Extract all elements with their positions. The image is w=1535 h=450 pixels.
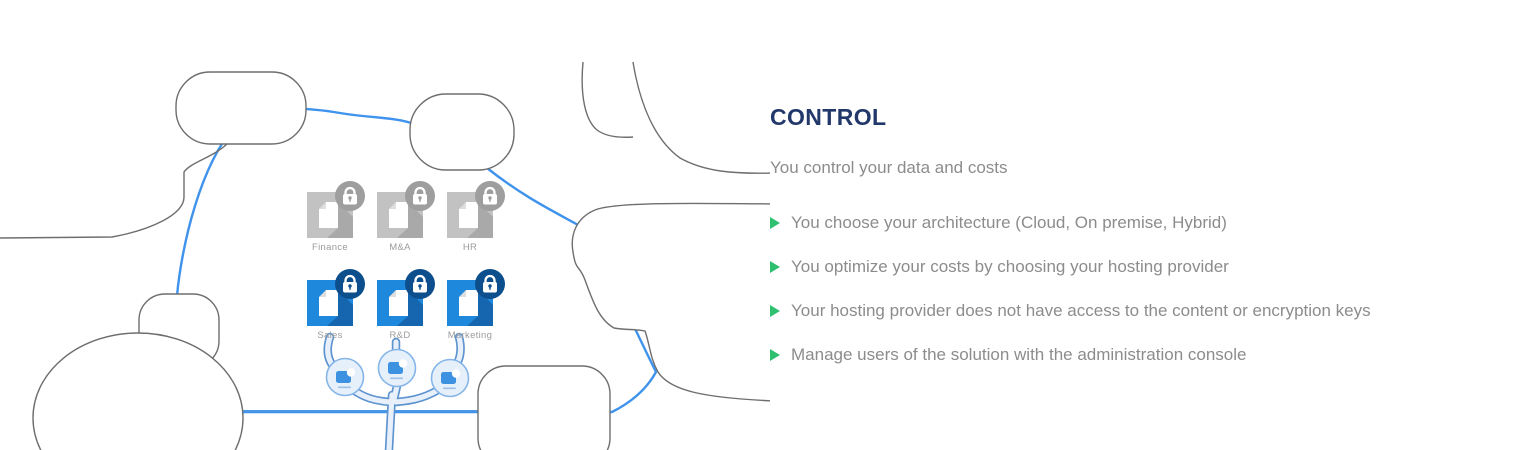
bullet-text: You optimize your costs by choosing your… <box>791 257 1229 276</box>
bullet-list: You choose your architecture (Cloud, On … <box>770 212 1470 366</box>
bullet-arrow-icon <box>770 349 780 361</box>
bullet-item: You optimize your costs by choosing your… <box>770 256 1470 278</box>
sketch-curve-top-right-1 <box>581 61 634 138</box>
background-sketch-shapes <box>0 61 770 450</box>
key-icon <box>325 357 365 397</box>
department-label: Finance <box>312 242 348 253</box>
department-ma-locked-folder: M&A <box>377 181 435 253</box>
sketch-cloud-right <box>571 202 770 402</box>
department-label: Marketing <box>447 330 493 341</box>
document-icon <box>307 280 353 326</box>
lock-icon <box>475 269 505 299</box>
department-label: R&D <box>389 330 411 341</box>
bullet-text: You choose your architecture (Cloud, On … <box>791 213 1227 232</box>
encryption-key-icons <box>325 348 470 398</box>
cloud-architecture-illustration: Finance M&A <box>0 61 770 450</box>
key-branch-lines <box>323 332 465 450</box>
sketch-ellipse-bottom-left <box>32 332 244 450</box>
department-finance-locked-folder: Finance <box>307 181 365 253</box>
key-icon <box>377 348 417 388</box>
department-sales-locked-folder: Sales <box>307 269 365 341</box>
department-label: M&A <box>389 242 411 253</box>
lock-icon <box>405 181 435 211</box>
department-rd-locked-folder: R&D <box>377 269 435 341</box>
section-subtitle: You control your data and costs <box>770 158 1008 177</box>
bullet-item: Manage users of the solution with the ad… <box>770 344 1470 366</box>
lock-icon <box>335 181 365 211</box>
sketch-bubble-tail <box>0 143 228 239</box>
section-heading: CONTROL <box>770 104 887 130</box>
lock-icon <box>405 269 435 299</box>
lock-icon <box>475 181 505 211</box>
bullet-text: Your hosting provider does not have acce… <box>791 301 1371 320</box>
sketch-bubble-top-middle <box>409 93 515 171</box>
department-marketing-locked-folder: Marketing <box>447 269 505 341</box>
bullet-text: Manage users of the solution with the ad… <box>791 345 1247 364</box>
key-icon <box>430 358 470 398</box>
feature-content: CONTROL You control your data and costs … <box>770 104 1470 388</box>
bullet-arrow-icon <box>770 217 780 229</box>
sketch-curve-top-right-2 <box>632 61 770 174</box>
sketch-canvas <box>0 61 770 450</box>
bullet-item: Your hosting provider does not have acce… <box>770 300 1470 322</box>
sketch-bubble-bottom-center <box>477 365 611 450</box>
bullet-arrow-icon <box>770 305 780 317</box>
bullet-item: You choose your architecture (Cloud, On … <box>770 212 1470 234</box>
department-label: Sales <box>317 330 343 341</box>
sketch-bubble-top-left <box>175 71 307 145</box>
department-hr-locked-folder: HR <box>447 181 505 253</box>
bullet-arrow-icon <box>770 261 780 273</box>
department-label: HR <box>462 242 478 253</box>
lock-icon <box>335 269 365 299</box>
